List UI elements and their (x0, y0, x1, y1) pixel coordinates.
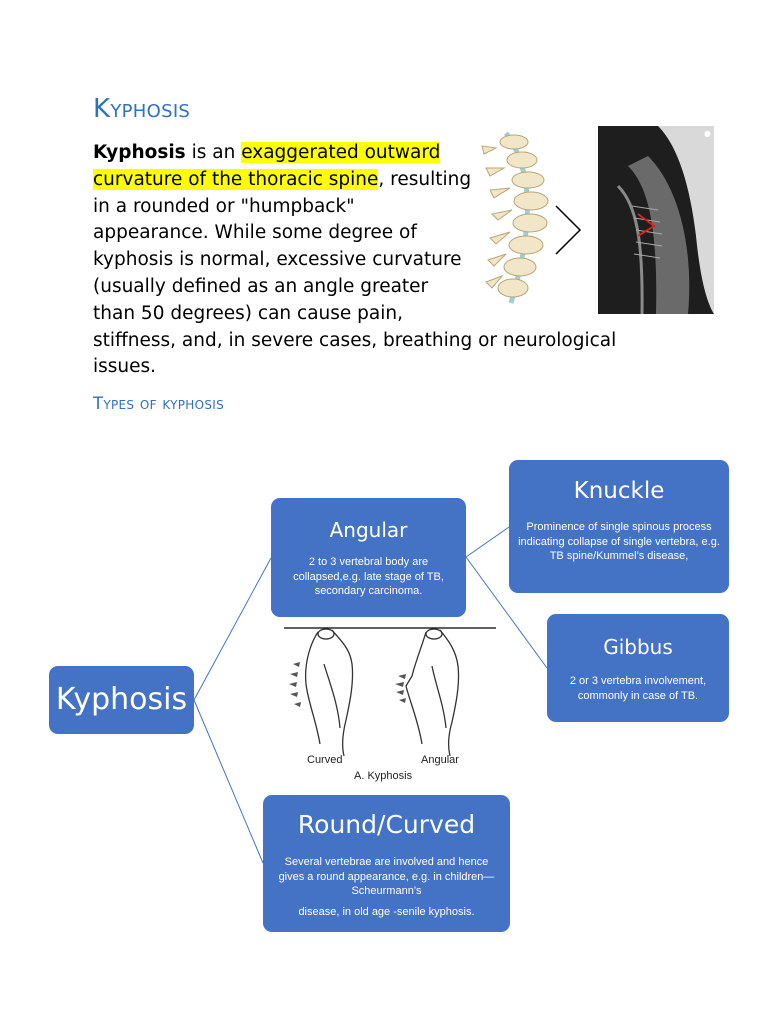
angular-title: Angular (271, 517, 466, 543)
root-title: Kyphosis (56, 683, 187, 717)
intro-rest-wide: stiffness, and, in severe cases, breathi… (93, 330, 616, 378)
angular-box: Angular 2 to 3 vertebral body are collap… (271, 498, 466, 617)
gibbus-description: 2 or 3 vertebra involvement, commonly in… (547, 674, 729, 703)
angular-description: 2 to 3 vertebral body are collapsed,e.g.… (271, 555, 466, 599)
kyphosis-posture-sketch: Curved Angular A. Kyphosis (280, 624, 500, 786)
svg-text:●: ● (704, 129, 711, 138)
gibbus-title: Gibbus (547, 634, 729, 660)
round-curved-box: Round/Curved Several vertebrae are invol… (263, 795, 510, 932)
intro-term: Kyphosis (93, 142, 186, 163)
knuckle-description: Prominence of single spinous process ind… (509, 520, 729, 564)
page-title: Kyphosis (93, 92, 190, 126)
round-curved-title: Round/Curved (263, 809, 510, 841)
gibbus-box: Gibbus 2 or 3 vertebra involvement, comm… (547, 614, 729, 722)
sketch-label-curved: Curved (307, 754, 342, 766)
spine-illustration (476, 128, 586, 308)
knuckle-box: Knuckle Prominence of single spinous pro… (509, 460, 729, 593)
round-curved-description-2: disease, in old age -senile kyphosis. (263, 905, 510, 920)
intro-rest-narrow: , resulting in a rounded or "humpback" a… (93, 169, 471, 324)
intro-after-term: is an (186, 142, 241, 163)
sketch-caption: A. Kyphosis (354, 770, 413, 782)
kyphosis-root-box: Kyphosis (49, 666, 194, 734)
spine-xray-image: ● (598, 126, 714, 314)
intro-narrow-block: Kyphosis is an exaggerated outward curva… (93, 140, 473, 328)
sketch-label-angular: Angular (421, 754, 459, 766)
types-heading: Types of kyphosis (93, 392, 224, 416)
knuckle-title: Knuckle (509, 476, 729, 506)
round-curved-description: Several vertebrae are involved and hence… (263, 855, 510, 899)
